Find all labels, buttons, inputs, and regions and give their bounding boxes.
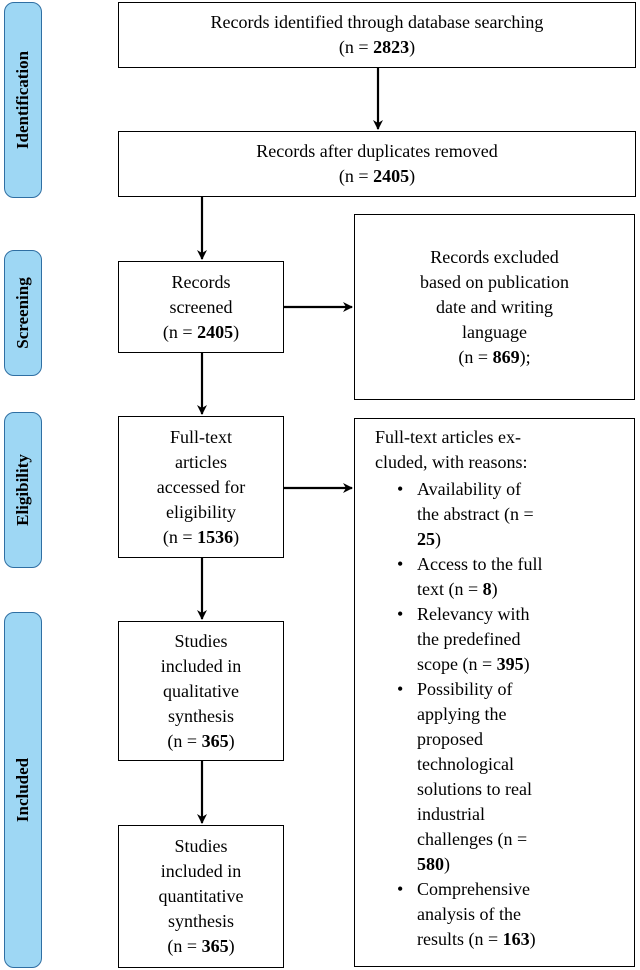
count-value: 2405 <box>197 321 234 342</box>
box-line: quantitative <box>158 886 244 906</box>
box-qualitative-synthesis: Studies included in qualitative synthesi… <box>118 621 284 761</box>
count-value: 8 <box>482 579 492 599</box>
box-records-excluded: Records excluded based on publication da… <box>354 214 635 400</box>
box-line: Records identified through database sear… <box>210 12 544 32</box>
box-count-line: (n = 869); <box>458 346 531 367</box>
box-line: language <box>462 321 527 342</box>
reasons-list: Availability of the abstract (n = 25) Ac… <box>375 477 624 952</box>
box-records-screened: Records screened (n = 2405) <box>118 261 284 353</box>
reason-item: Possibility of applying the proposed tec… <box>397 677 624 877</box>
box-records-identified: Records identified through database sear… <box>118 2 636 68</box>
reason-item: Availability of the abstract (n = 25) <box>397 477 624 552</box>
reason-item: Access to the full text (n = 8) <box>397 552 624 602</box>
count-value: 365 <box>201 730 229 751</box>
count-value: 395 <box>496 654 524 674</box>
count-value: 2823 <box>373 37 410 57</box>
box-line: eligibility <box>166 501 236 522</box>
reasons-heading-line: Full-text articles ex- <box>375 427 521 447</box>
box-line: included in <box>160 861 242 881</box>
stage-screening: Screening <box>4 250 42 376</box>
reason-item: Relevancy with the predefined scope (n =… <box>397 602 624 677</box>
box-fulltext-excluded-reasons: Full-text articles ex- cluded, with reas… <box>354 418 635 967</box>
box-line: included in <box>160 655 242 676</box>
reasons-heading-line: cluded, with reasons: <box>375 452 528 472</box>
box-line: articles <box>175 451 227 472</box>
box-line: Full-text <box>170 426 232 447</box>
box-count-line: (n = 365) <box>167 730 235 751</box>
box-line: Studies <box>174 836 228 856</box>
box-count-line: (n = 1536) <box>162 526 240 547</box>
count-value: 2405 <box>373 166 410 186</box>
box-line: Records after duplicates removed <box>256 141 498 161</box>
stage-eligibility: Eligibility <box>4 412 42 568</box>
stage-identification: Identification <box>4 2 42 198</box>
stage-included: Included <box>4 612 42 968</box>
box-count-line: (n = 2405) <box>162 321 240 342</box>
box-line: Records <box>171 271 231 292</box>
count-value: 869 <box>492 346 520 367</box>
box-quantitative-synthesis: Studies included in quantitative synthes… <box>118 825 284 968</box>
count-value: 163 <box>502 929 530 949</box>
box-count-line: (n = 365) <box>167 936 235 956</box>
box-line: based on publication <box>420 271 569 292</box>
count-value: 1536 <box>197 526 234 547</box>
box-line: qualitative <box>163 680 239 701</box>
box-count-line: (n = 2823) <box>338 37 416 57</box>
box-line: Studies <box>174 630 228 651</box>
count-value: 580 <box>417 854 444 874</box>
box-line: Records excluded <box>430 246 559 267</box>
box-line: date and writing <box>436 296 553 317</box>
box-line: accessed for <box>156 476 246 497</box>
count-value: 25 <box>417 529 435 549</box>
box-line: synthesis <box>167 705 234 726</box>
box-line: synthesis <box>167 911 234 931</box>
box-duplicates-removed: Records after duplicates removed (n = 24… <box>118 131 636 197</box>
count-value: 365 <box>201 936 229 956</box>
box-fulltext-assessed: Full-text articles accessed for eligibil… <box>118 416 284 558</box>
box-line: screened <box>169 296 233 317</box>
box-count-line: (n = 2405) <box>338 166 416 186</box>
reason-item: Comprehensive analysis of the results (n… <box>397 877 624 952</box>
